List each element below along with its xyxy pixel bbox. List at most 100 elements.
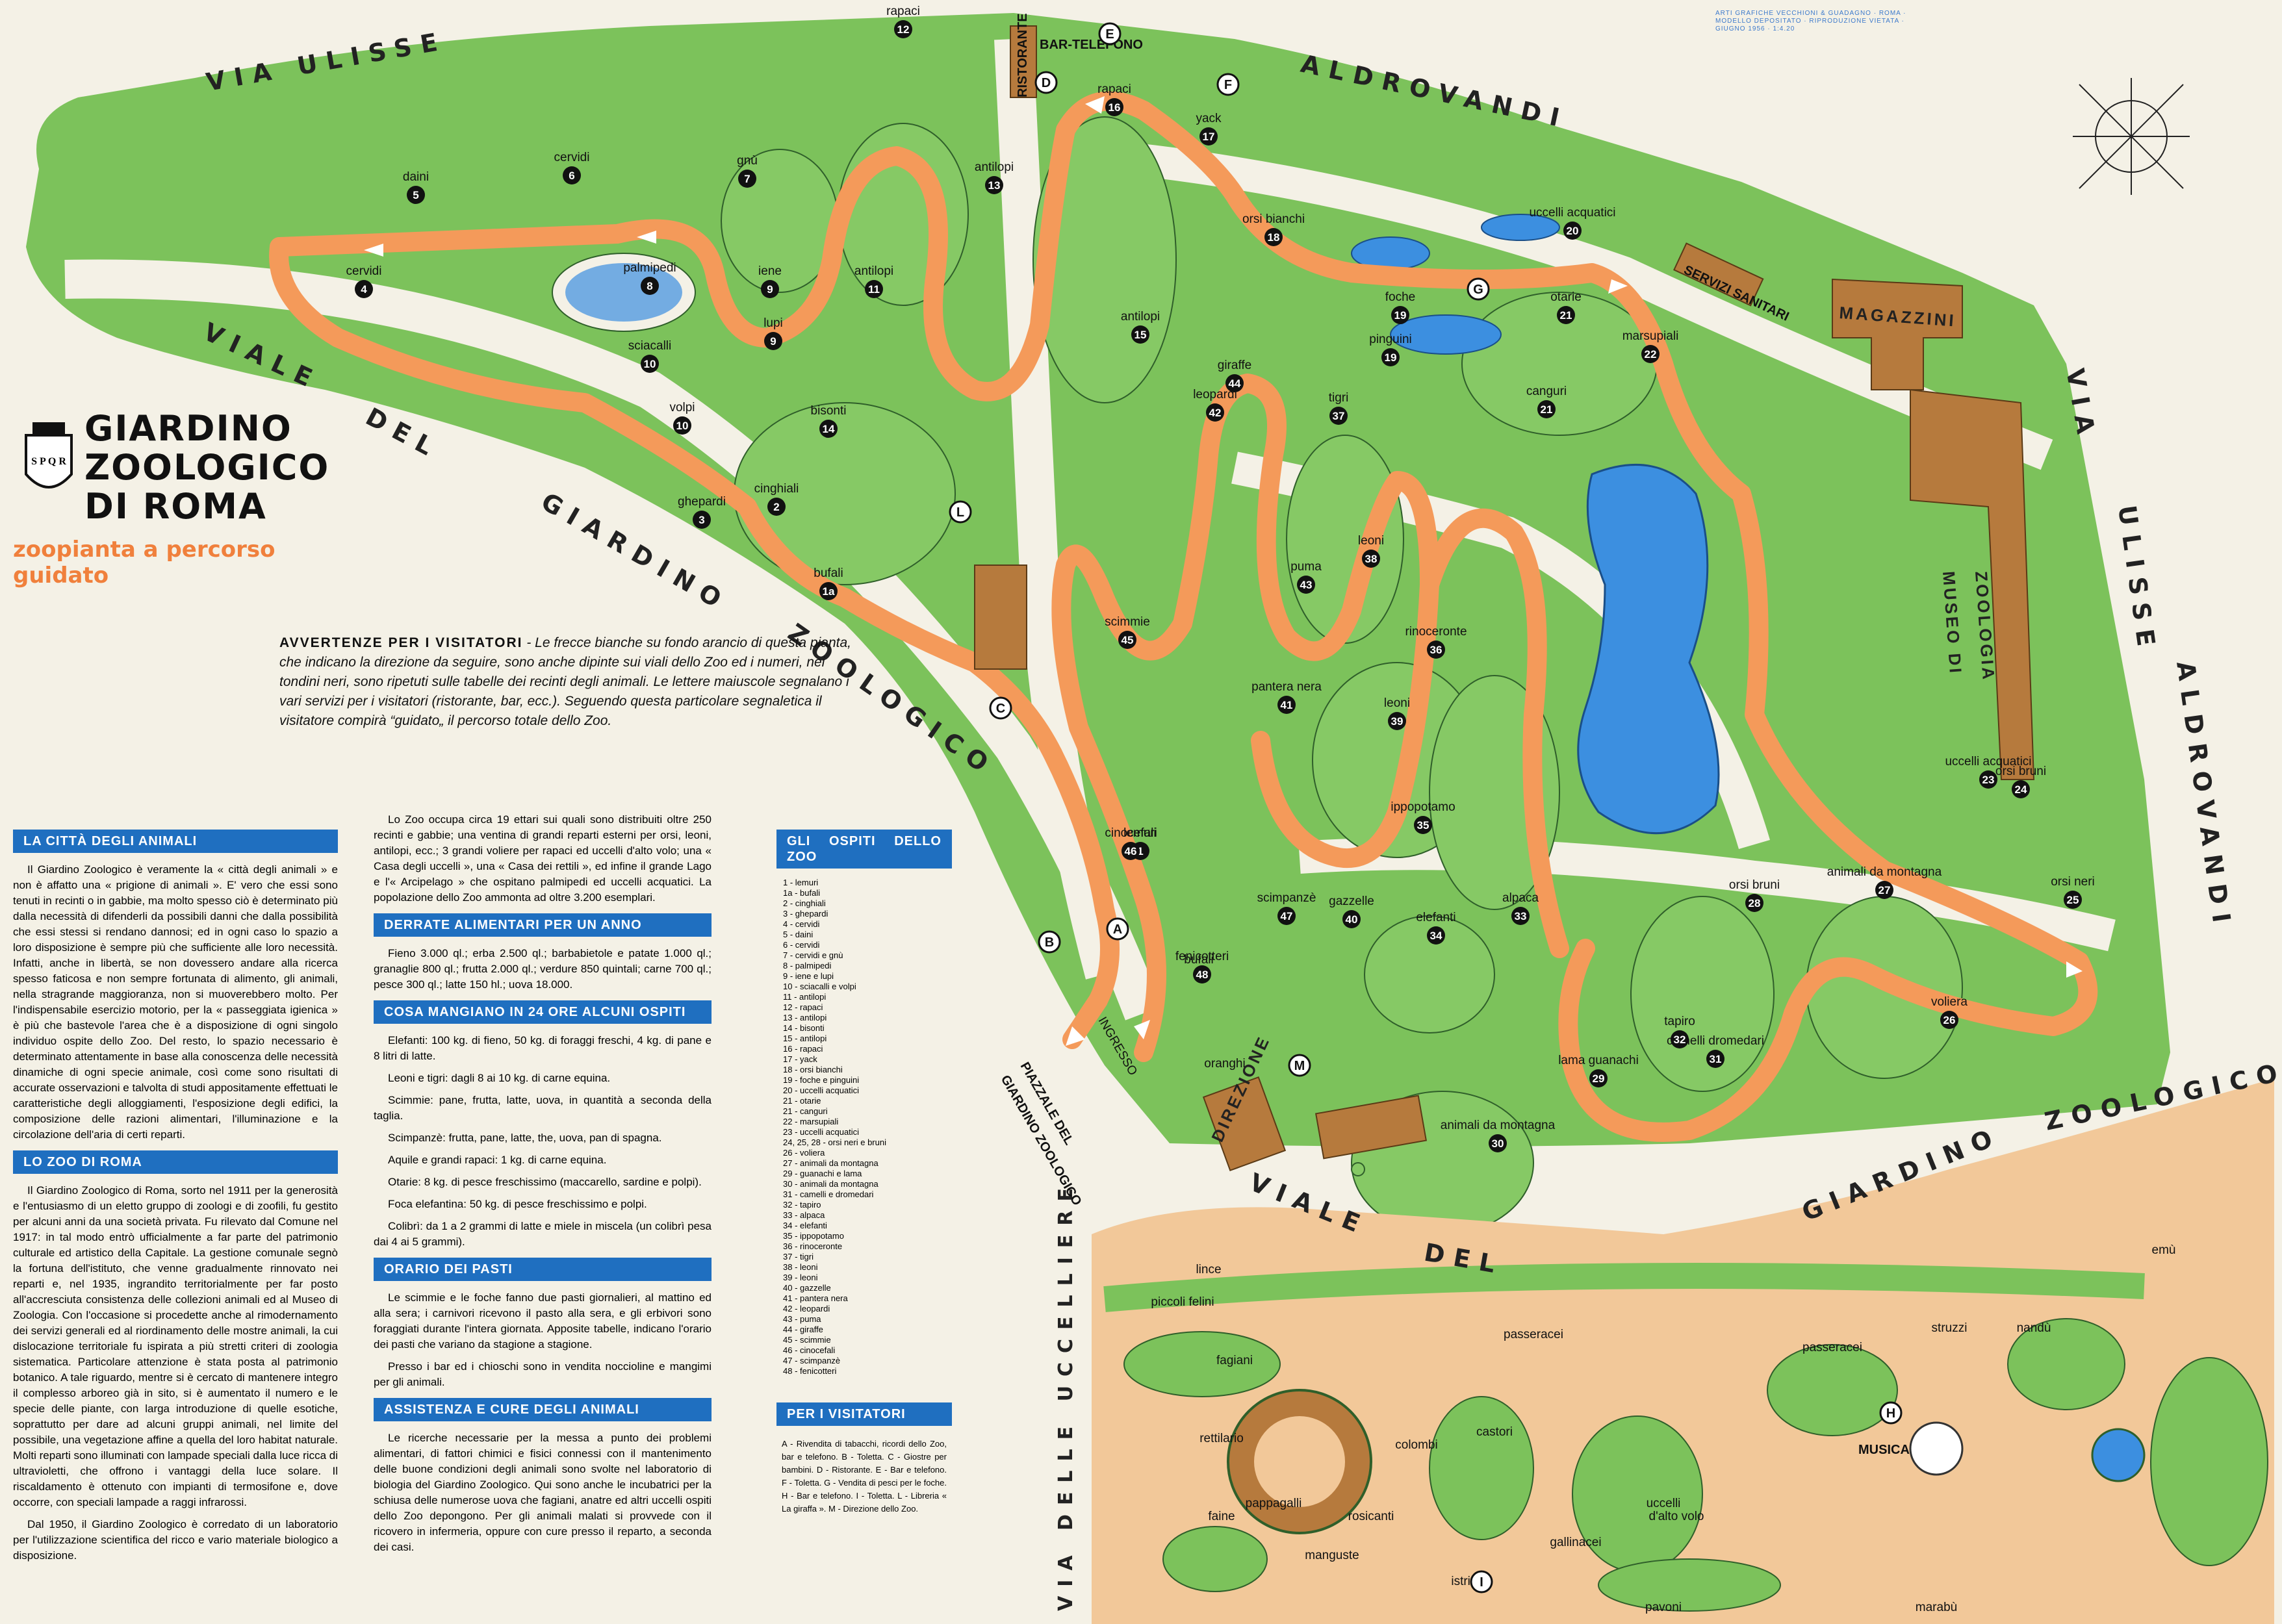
enclosure-number-badge [761, 280, 779, 298]
guest-list-item: 14 - bisonti [783, 1023, 825, 1033]
guest-list-item: 27 - animali da montagna [783, 1158, 878, 1168]
service-circle [1470, 1570, 1493, 1593]
enclosure-label: animali da montagna [1441, 1119, 1556, 1132]
enclosure-label: leopardi [1193, 388, 1237, 401]
guest-list-item: 38 - leoni [783, 1262, 818, 1272]
aviary-label: colombi [1395, 1438, 1437, 1452]
service-circle [989, 696, 1012, 720]
enclosure-number-badge [738, 170, 756, 188]
enclosure-number: 44 [1229, 377, 1241, 390]
enclosure-number: 35 [1417, 819, 1429, 831]
enclosure-label: yack [1196, 112, 1222, 125]
enclosure-number-badge [865, 280, 883, 298]
aviary-label: rosicanti [1348, 1510, 1394, 1523]
enclosure-label: orsi bianchi [1242, 212, 1305, 226]
aviary-label: piccoli felini [1151, 1295, 1214, 1309]
service-d-marker: D [1034, 71, 1058, 94]
zoo-text-2: Dal 1950, il Giardino Zoologico è corred… [13, 1518, 338, 1562]
guest-list-item: 17 - yack [783, 1054, 817, 1064]
enclosure-label: camelli dromedari [1667, 1034, 1764, 1048]
enclosure-number: 8 [647, 280, 652, 292]
enclosure-number: 30 [1492, 1137, 1504, 1150]
service-letter: E [1105, 27, 1114, 42]
enclosure-number: 32 [1674, 1034, 1686, 1046]
page-title-line1: GIARDINO [84, 408, 292, 449]
service-circle [1288, 1054, 1311, 1077]
diet-item: Leoni e tigri: dagli 8 ai 10 kg. di carn… [388, 1072, 611, 1084]
guest-list-item: 26 - voliera [783, 1148, 825, 1158]
guest-list-item: 7 - cervidi e gnù [783, 950, 843, 960]
street-via-uccelliere: VIA DELLE UCCELLIERE [1055, 1179, 1077, 1611]
guest-list-item: 33 - alpaca [783, 1210, 825, 1220]
enclosure-label: orsi bruni [1995, 765, 2046, 778]
aviary-label: marabù [1916, 1601, 1957, 1614]
diet-item: Scimpanzè: frutta, pane, latte, the, uov… [388, 1132, 662, 1144]
enclosure-number: 11 [868, 283, 880, 296]
enclosure-number: 1a [823, 585, 835, 598]
guest-list-item: 39 - leoni [783, 1273, 818, 1282]
service-letter: F [1224, 78, 1232, 92]
service-l-marker: L [949, 500, 972, 524]
pond-19 [1390, 314, 1502, 355]
enclosure-number: 31 [1710, 1053, 1722, 1065]
guided-route [269, 91, 2098, 1142]
enclosure-number: 2 [773, 501, 779, 513]
enclosure-label: scimmie [1105, 615, 1150, 629]
guest-list-item: 21 - canguri [783, 1106, 828, 1116]
enclosure-number: 43 [1300, 579, 1313, 591]
enclosure-number: 24 [2015, 783, 2027, 796]
guest-list-item: 1a - bufali [783, 888, 821, 898]
enclosure-number-badge [1589, 1069, 1608, 1087]
enclosure-number: 41 [1281, 699, 1293, 711]
enclosure-number-badge [1557, 306, 1575, 324]
enclosure-label: lemuri [1123, 826, 1157, 840]
print-credit: ARTI GRAFICHE VECCHIONI & GUADAGNO · ROM… [1715, 10, 1906, 32]
compass-rose [2073, 78, 2190, 195]
enclosure-number-badge [2012, 780, 2030, 798]
enclosure-number: 28 [1749, 897, 1761, 909]
zoo-heading: LO ZOO DI ROMA [13, 1150, 338, 1174]
museo-building [1910, 388, 2035, 780]
enclosure-18-marker: 18 orsi bianchi [1242, 212, 1305, 246]
enclosure-number-badge [1381, 348, 1400, 366]
service-b-marker: B [1038, 930, 1061, 954]
guest-list-item: 36 - rinoceronte [783, 1241, 843, 1251]
ristorante-building [1010, 25, 1037, 98]
enclosure-number-badge [1979, 770, 1997, 789]
svg-text:S P Q R: S P Q R [31, 456, 66, 467]
guest-list-item: 40 - gazzelle [783, 1283, 831, 1293]
enclosure-label: orsi neri [2051, 875, 2095, 889]
orario-text-2: Presso i bar ed i chioschi sono in vendi… [374, 1360, 712, 1388]
enclosure-number: 1 [1137, 845, 1143, 857]
enclosure-label: iene [758, 264, 782, 278]
enclosure-number: 27 [1878, 884, 1891, 896]
enclosure-number-badge [1511, 907, 1530, 925]
enclosure-number-badge [819, 582, 838, 600]
enclosure-number: 18 [1268, 231, 1280, 244]
aviary-label: passeracei [1504, 1328, 1563, 1341]
diet-item: Foca elefantina: 50 kg. di pesce freschi… [388, 1198, 647, 1210]
page-title-line3: DI ROMA [84, 486, 267, 527]
service-a-marker: A [1106, 917, 1129, 941]
enclosure-number-badge [767, 498, 786, 516]
guest-list-item: 43 - puma [783, 1314, 821, 1324]
enclosure-x-marker: oranghi [1204, 1057, 1245, 1071]
enclosure-number-badge [1489, 1134, 1507, 1152]
service-f-marker: F [1216, 73, 1240, 96]
title-block: S P Q R GIARDINO ZOOLOGICO DI ROMA zoopi… [13, 409, 377, 589]
enclosure-number: 12 [897, 23, 910, 36]
enclosure-number: 15 [1135, 329, 1147, 341]
enclosure-number-badge [1193, 965, 1211, 983]
guest-list-item: 15 - antilopi [783, 1034, 827, 1043]
service-circle [1038, 930, 1061, 954]
enclosure-number-badge [1388, 712, 1406, 730]
enclosure-label: daini [403, 170, 429, 184]
